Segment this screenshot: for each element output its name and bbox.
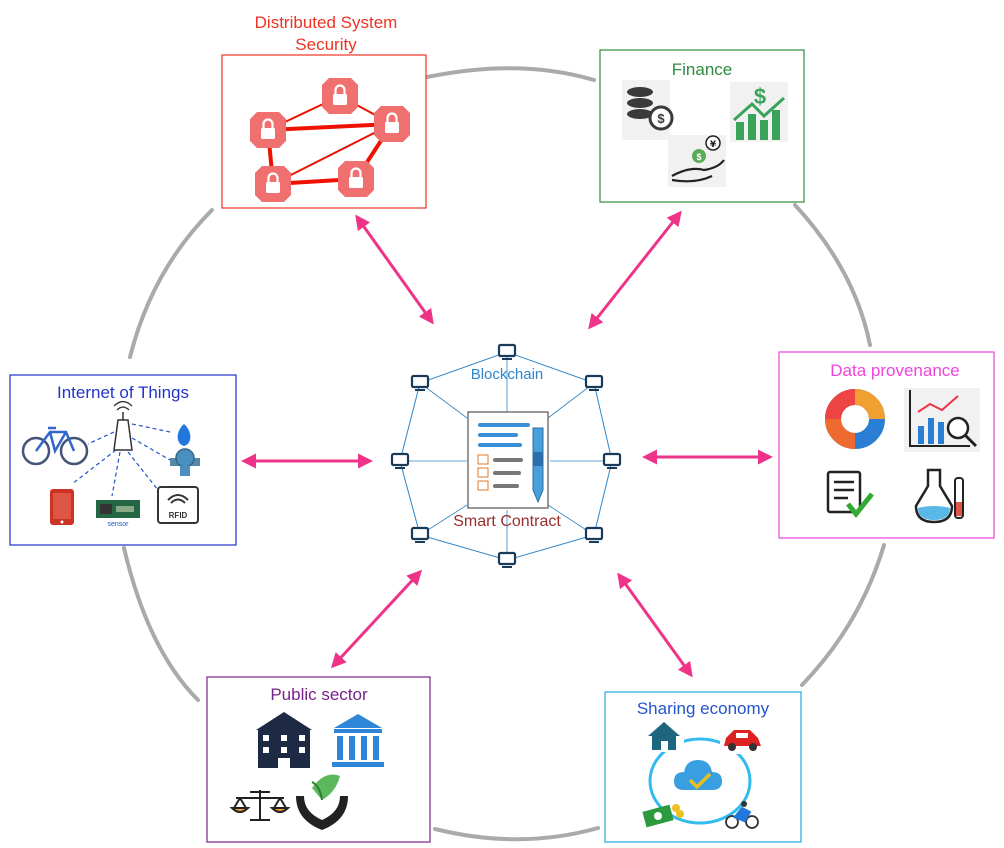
svg-text:$: $ — [657, 111, 665, 126]
ring-arc — [425, 66, 596, 82]
sensor-label: sensor — [107, 521, 129, 528]
cyclist-icon — [725, 801, 759, 829]
lock-icon — [338, 161, 374, 197]
house-icon — [646, 718, 684, 752]
computer-icon — [584, 374, 604, 391]
public-panel: Public sector — [206, 676, 431, 843]
smart-contract-document-icon — [467, 411, 549, 509]
sharing-cycle — [648, 737, 752, 825]
security-title-line1: Distributed System — [255, 13, 398, 32]
flame-icon — [177, 424, 191, 446]
computer-icon — [584, 526, 604, 543]
lock-icon — [374, 106, 410, 142]
lab-flask-icon — [914, 468, 964, 524]
lock-icon — [322, 78, 358, 114]
sensor-board-icon: sensor — [96, 500, 140, 528]
lock-icon — [255, 166, 291, 202]
checklist-icon — [826, 470, 874, 519]
iot-panel: Internet of Things — [9, 374, 237, 546]
justice-scale-icon — [229, 790, 291, 821]
coins-icon: $ — [622, 80, 674, 140]
donut-chart-icon — [825, 389, 885, 449]
computer-icon — [497, 343, 517, 360]
rfid-label: RFID — [169, 511, 188, 520]
computer-icon — [497, 551, 517, 568]
ring-arc — [800, 543, 886, 687]
ring-arc — [122, 546, 200, 702]
computer-icon — [390, 452, 410, 469]
security-title-line2: Security — [295, 35, 357, 54]
car-icon — [720, 724, 764, 754]
outer-ring — [122, 66, 886, 842]
svg-text:$: $ — [696, 152, 701, 162]
arrow-sharing — [617, 572, 693, 678]
ring-arc — [433, 826, 600, 842]
government-icon — [332, 714, 384, 767]
svg-text:$: $ — [754, 84, 766, 109]
blockchain-label: Blockchain — [471, 366, 544, 383]
sharing-title: Sharing economy — [637, 699, 770, 718]
computer-icon — [410, 526, 430, 543]
computer-icon — [410, 374, 430, 391]
growth-chart-icon: $ — [730, 82, 788, 142]
arrow-security — [355, 214, 434, 325]
router-icon — [113, 400, 133, 451]
water-meter-icon — [170, 448, 200, 476]
public-box — [206, 676, 431, 843]
smart-contract-label: Smart Contract — [453, 513, 561, 530]
iot-links — [71, 423, 171, 497]
bicycle-icon — [21, 426, 89, 466]
provenance-title: Data provenance — [830, 361, 959, 380]
ring-arc — [128, 208, 214, 359]
ring-arc — [793, 203, 872, 347]
finance-title: Finance — [672, 60, 732, 79]
smartphone-icon — [50, 489, 74, 525]
building-icon — [256, 712, 312, 768]
connection-arrows — [241, 210, 773, 678]
blockchain-network: Blockchain Smart Contract — [390, 343, 622, 568]
provenance-panel: Data provenance — [778, 351, 995, 539]
security-panel: Distributed System Security — [221, 13, 427, 209]
nature-hands-icon — [296, 774, 348, 830]
finance-panel: Finance $ $ ¥ $ — [599, 49, 805, 203]
hand-money-icon: ¥ $ — [668, 135, 726, 187]
computer-icon — [602, 452, 622, 469]
rfid-reader-icon: RFID — [157, 486, 199, 524]
lock-icon — [250, 112, 286, 148]
svg-text:¥: ¥ — [710, 140, 717, 150]
iot-title: Internet of Things — [57, 383, 189, 402]
analytics-icon — [904, 388, 980, 452]
money-icon — [642, 804, 684, 828]
arrow-finance — [588, 210, 682, 330]
arrow-public — [330, 569, 423, 669]
public-title: Public sector — [270, 685, 368, 704]
sharing-panel: Sharing economy — [604, 691, 802, 843]
cloud-check-icon — [674, 760, 722, 790]
